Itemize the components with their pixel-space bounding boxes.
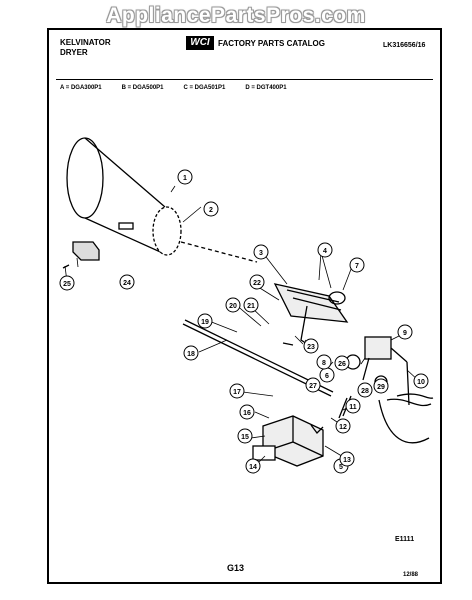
callout-12: 12 — [335, 418, 351, 434]
callout-1: 1 — [177, 169, 193, 185]
svg-text:24: 24 — [123, 280, 131, 287]
callout-group — [64, 185, 420, 463]
page-number: G13 — [227, 563, 245, 573]
drum — [66, 137, 182, 256]
svg-text:29: 29 — [377, 384, 385, 391]
svg-text:13: 13 — [343, 457, 351, 464]
model-b: B = DGA500P1 — [121, 85, 164, 91]
catalog-title: FACTORY PARTS CATALOG — [218, 38, 325, 48]
svg-text:22: 22 — [253, 280, 261, 287]
callout-22: 22 — [249, 274, 265, 290]
callout-8-text: 8 — [322, 360, 326, 367]
svg-text:3: 3 — [259, 250, 263, 257]
header-divider — [56, 79, 433, 80]
callout-27: 27 — [305, 377, 321, 393]
svg-text:1: 1 — [183, 175, 187, 182]
callout-29: 29 — [373, 378, 389, 394]
brand-block: KELVINATOR DRYER — [60, 38, 111, 58]
callout-10: 10 — [413, 373, 429, 389]
model-a: A = DGA300P1 — [60, 85, 102, 91]
model-d: D = DGT400P1 — [245, 85, 287, 91]
catalog-title-block: WCI FACTORY PARTS CATALOG — [186, 36, 325, 50]
callout-21: 21 — [243, 297, 259, 313]
catalog-date: 12/88 — [403, 572, 419, 578]
callout-3: 3 — [253, 244, 269, 260]
svg-text:27: 27 — [309, 383, 317, 390]
illustration-code: E1111 — [395, 536, 415, 543]
callout-13: 13 — [339, 451, 355, 467]
svg-text:2: 2 — [209, 207, 213, 214]
mounting-bracket — [252, 415, 324, 467]
callout-labels: 1 2 3 4 5 6 7 9 10 11 12 13 14 15 16 17 … — [59, 169, 429, 474]
svg-text:26: 26 — [338, 361, 346, 368]
exploded-parts-diagram: 1 2 3 4 5 6 7 9 10 11 12 13 14 15 16 17 … — [59, 137, 434, 474]
callout-15: 15 — [237, 428, 253, 444]
page-frame — [47, 28, 442, 584]
svg-text:6: 6 — [325, 373, 329, 380]
callout-16: 16 — [239, 404, 255, 420]
callout-24: 24 — [119, 274, 135, 290]
callout-17: 17 — [229, 383, 245, 399]
svg-text:23: 23 — [307, 344, 315, 351]
callout-6: 6 — [319, 367, 335, 383]
model-c: C = DGA501P1 — [183, 85, 226, 91]
burner-assembly — [273, 283, 349, 351]
svg-text:15: 15 — [241, 434, 249, 441]
svg-text:16: 16 — [243, 410, 251, 417]
callout-18: 18 — [183, 345, 199, 361]
product-type: DRYER — [60, 48, 88, 57]
catalog-part-number: LK316656/16 — [383, 42, 426, 49]
svg-text:28: 28 — [361, 388, 369, 395]
svg-text:10: 10 — [417, 379, 425, 386]
svg-text:12: 12 — [339, 424, 347, 431]
watermark: AppliancePartsPros.com — [106, 4, 366, 27]
callout-4: 4 — [317, 242, 333, 258]
gas-valve — [345, 336, 410, 406]
svg-text:25: 25 — [63, 281, 71, 288]
callout-8-badge: 8 — [316, 354, 332, 370]
svg-text:9: 9 — [403, 330, 407, 337]
bracket-24 — [62, 241, 100, 269]
brand-name: KELVINATOR — [60, 38, 111, 47]
svg-text:21: 21 — [247, 303, 255, 310]
svg-text:17: 17 — [233, 389, 241, 396]
svg-text:4: 4 — [323, 248, 327, 255]
callout-28: 28 — [357, 382, 373, 398]
model-list: A = DGA300P1 B = DGA500P1 C = DGA501P1 D… — [60, 85, 390, 91]
svg-text:11: 11 — [349, 404, 357, 411]
callout-19: 19 — [197, 313, 213, 329]
callout-9: 9 — [397, 324, 413, 340]
callout-26: 26 — [334, 355, 350, 371]
svg-text:18: 18 — [187, 351, 195, 358]
svg-text:5: 5 — [339, 464, 343, 471]
callout-2: 2 — [203, 201, 219, 217]
callout-14: 14 — [245, 458, 261, 474]
wci-logo: WCI — [186, 36, 214, 50]
svg-text:19: 19 — [201, 319, 209, 326]
callout-20: 20 — [225, 297, 241, 313]
callout-7: 7 — [349, 257, 365, 273]
svg-text:14: 14 — [249, 464, 257, 471]
svg-text:20: 20 — [229, 303, 237, 310]
svg-text:7: 7 — [355, 263, 359, 270]
callout-23: 23 — [303, 338, 319, 354]
callout-25: 25 — [59, 275, 75, 291]
callout-11: 11 — [345, 398, 361, 414]
